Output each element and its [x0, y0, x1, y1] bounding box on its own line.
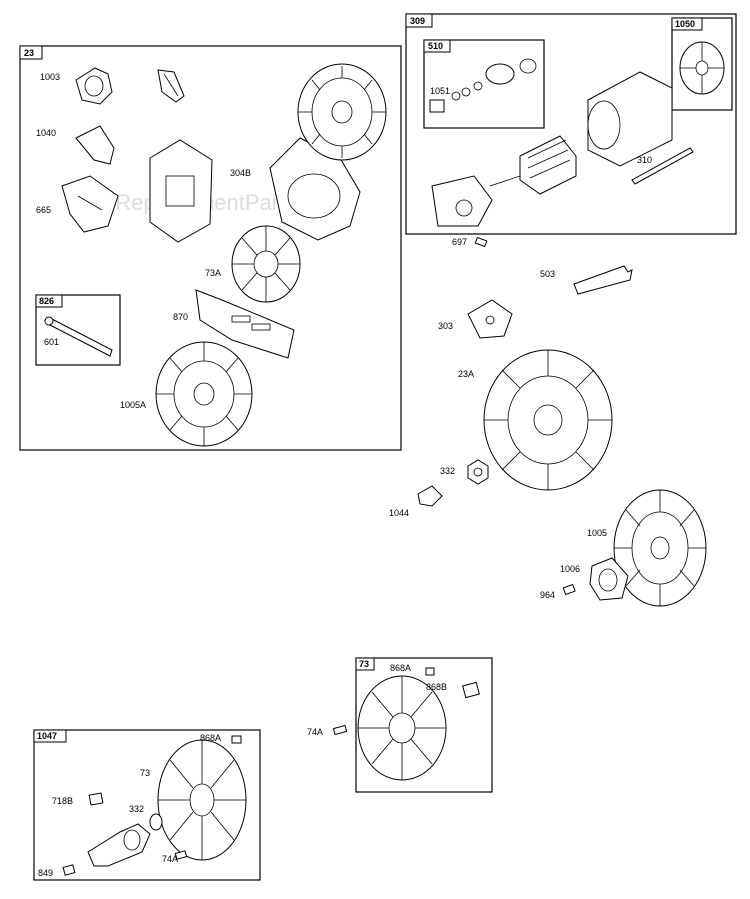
label-1003: 1003 — [40, 72, 60, 82]
part-310-bolt[interactable] — [631, 147, 694, 185]
part-849[interactable] — [62, 864, 76, 876]
part-870-plate[interactable] — [195, 289, 295, 359]
label-332: 332 — [440, 466, 455, 476]
label-849: 849 — [38, 868, 53, 878]
part-73A-screen[interactable] — [231, 225, 301, 303]
part-74A-screw-bottom[interactable] — [174, 850, 188, 860]
label-1005: 1005 — [587, 528, 607, 538]
group-309: 309 — [405, 13, 737, 235]
label-74A-bottom: 74A — [162, 854, 178, 864]
label-718B: 718B — [52, 796, 73, 806]
label-1044: 1044 — [389, 508, 409, 518]
group-1047-tag: 1047 — [37, 731, 57, 741]
label-74A: 74A — [307, 727, 323, 737]
group-1050: 1050 — [671, 17, 733, 111]
label-868A-top: 868A — [390, 663, 411, 673]
part-303-governor[interactable] — [467, 299, 513, 339]
group-826: 826 — [35, 294, 121, 366]
label-697: 697 — [452, 237, 467, 247]
group-23-tag: 23 — [24, 48, 34, 58]
group-309-tag: 309 — [410, 16, 425, 26]
part-1003-clip[interactable] — [75, 67, 113, 105]
part-868B[interactable] — [462, 681, 480, 699]
label-665: 665 — [36, 205, 51, 215]
part-1005A-flywheel[interactable] — [155, 341, 253, 447]
part-332-washer[interactable] — [149, 813, 163, 831]
label-870: 870 — [173, 312, 188, 322]
part-1050-screen[interactable] — [679, 41, 725, 95]
part-697[interactable] — [474, 236, 488, 248]
part-1044[interactable] — [417, 485, 443, 507]
part-332-nut[interactable] — [467, 459, 489, 485]
label-303: 303 — [438, 321, 453, 331]
part-868A-bottom[interactable] — [231, 735, 242, 744]
part-starter-clutch[interactable] — [87, 823, 151, 867]
label-964: 964 — [540, 590, 555, 600]
label-332-bottom: 332 — [129, 804, 144, 814]
part-end-cap[interactable] — [431, 175, 493, 227]
label-73: 73 — [140, 768, 150, 778]
part-73-screen[interactable] — [357, 675, 447, 781]
part-503-rod[interactable] — [573, 265, 633, 295]
label-1051: 1051 — [430, 86, 450, 96]
part-304B-shroud[interactable] — [269, 137, 361, 241]
group-510-tag: 510 — [428, 41, 443, 51]
part-510-drive[interactable] — [429, 58, 537, 113]
group-826-tag: 826 — [39, 296, 54, 306]
part-868A-top[interactable] — [425, 667, 435, 676]
part-964-screw[interactable] — [562, 583, 576, 596]
part-665-bracket[interactable] — [61, 175, 119, 233]
label-310: 310 — [637, 155, 652, 165]
part-module-plate[interactable] — [149, 139, 213, 243]
label-1006: 1006 — [560, 564, 580, 574]
label-1005A: 1005A — [120, 400, 146, 410]
part-starter-housing[interactable] — [587, 71, 673, 167]
group-73-tag: 73 — [359, 659, 369, 669]
group-510: 510 — [423, 39, 545, 129]
part-1040-gasket[interactable] — [75, 125, 115, 165]
label-304B: 304B — [230, 168, 251, 178]
group-23: 23 — [19, 45, 402, 451]
part-601-bolt[interactable] — [44, 316, 113, 357]
label-868A-bottom: 868A — [200, 733, 221, 743]
label-503: 503 — [540, 269, 555, 279]
part-flywheel-top[interactable] — [297, 63, 387, 161]
part-73-rotating-screen[interactable] — [157, 739, 247, 861]
group-73: 73 — [355, 657, 493, 793]
label-868B: 868B — [426, 682, 447, 692]
label-1040: 1040 — [36, 128, 56, 138]
part-bracket-top[interactable] — [157, 69, 185, 103]
part-armature[interactable] — [489, 135, 577, 195]
group-1047: 1047 — [33, 729, 261, 881]
part-1005-flywheel[interactable] — [613, 489, 707, 607]
part-718B[interactable] — [88, 792, 104, 806]
part-74A-screw[interactable] — [332, 724, 348, 736]
part-23A-flywheel[interactable] — [483, 349, 613, 491]
group-1050-tag: 1050 — [675, 19, 695, 29]
label-73A: 73A — [205, 268, 221, 278]
label-23A: 23A — [458, 369, 474, 379]
label-601: 601 — [44, 337, 59, 347]
part-1006-clip[interactable] — [589, 557, 629, 601]
